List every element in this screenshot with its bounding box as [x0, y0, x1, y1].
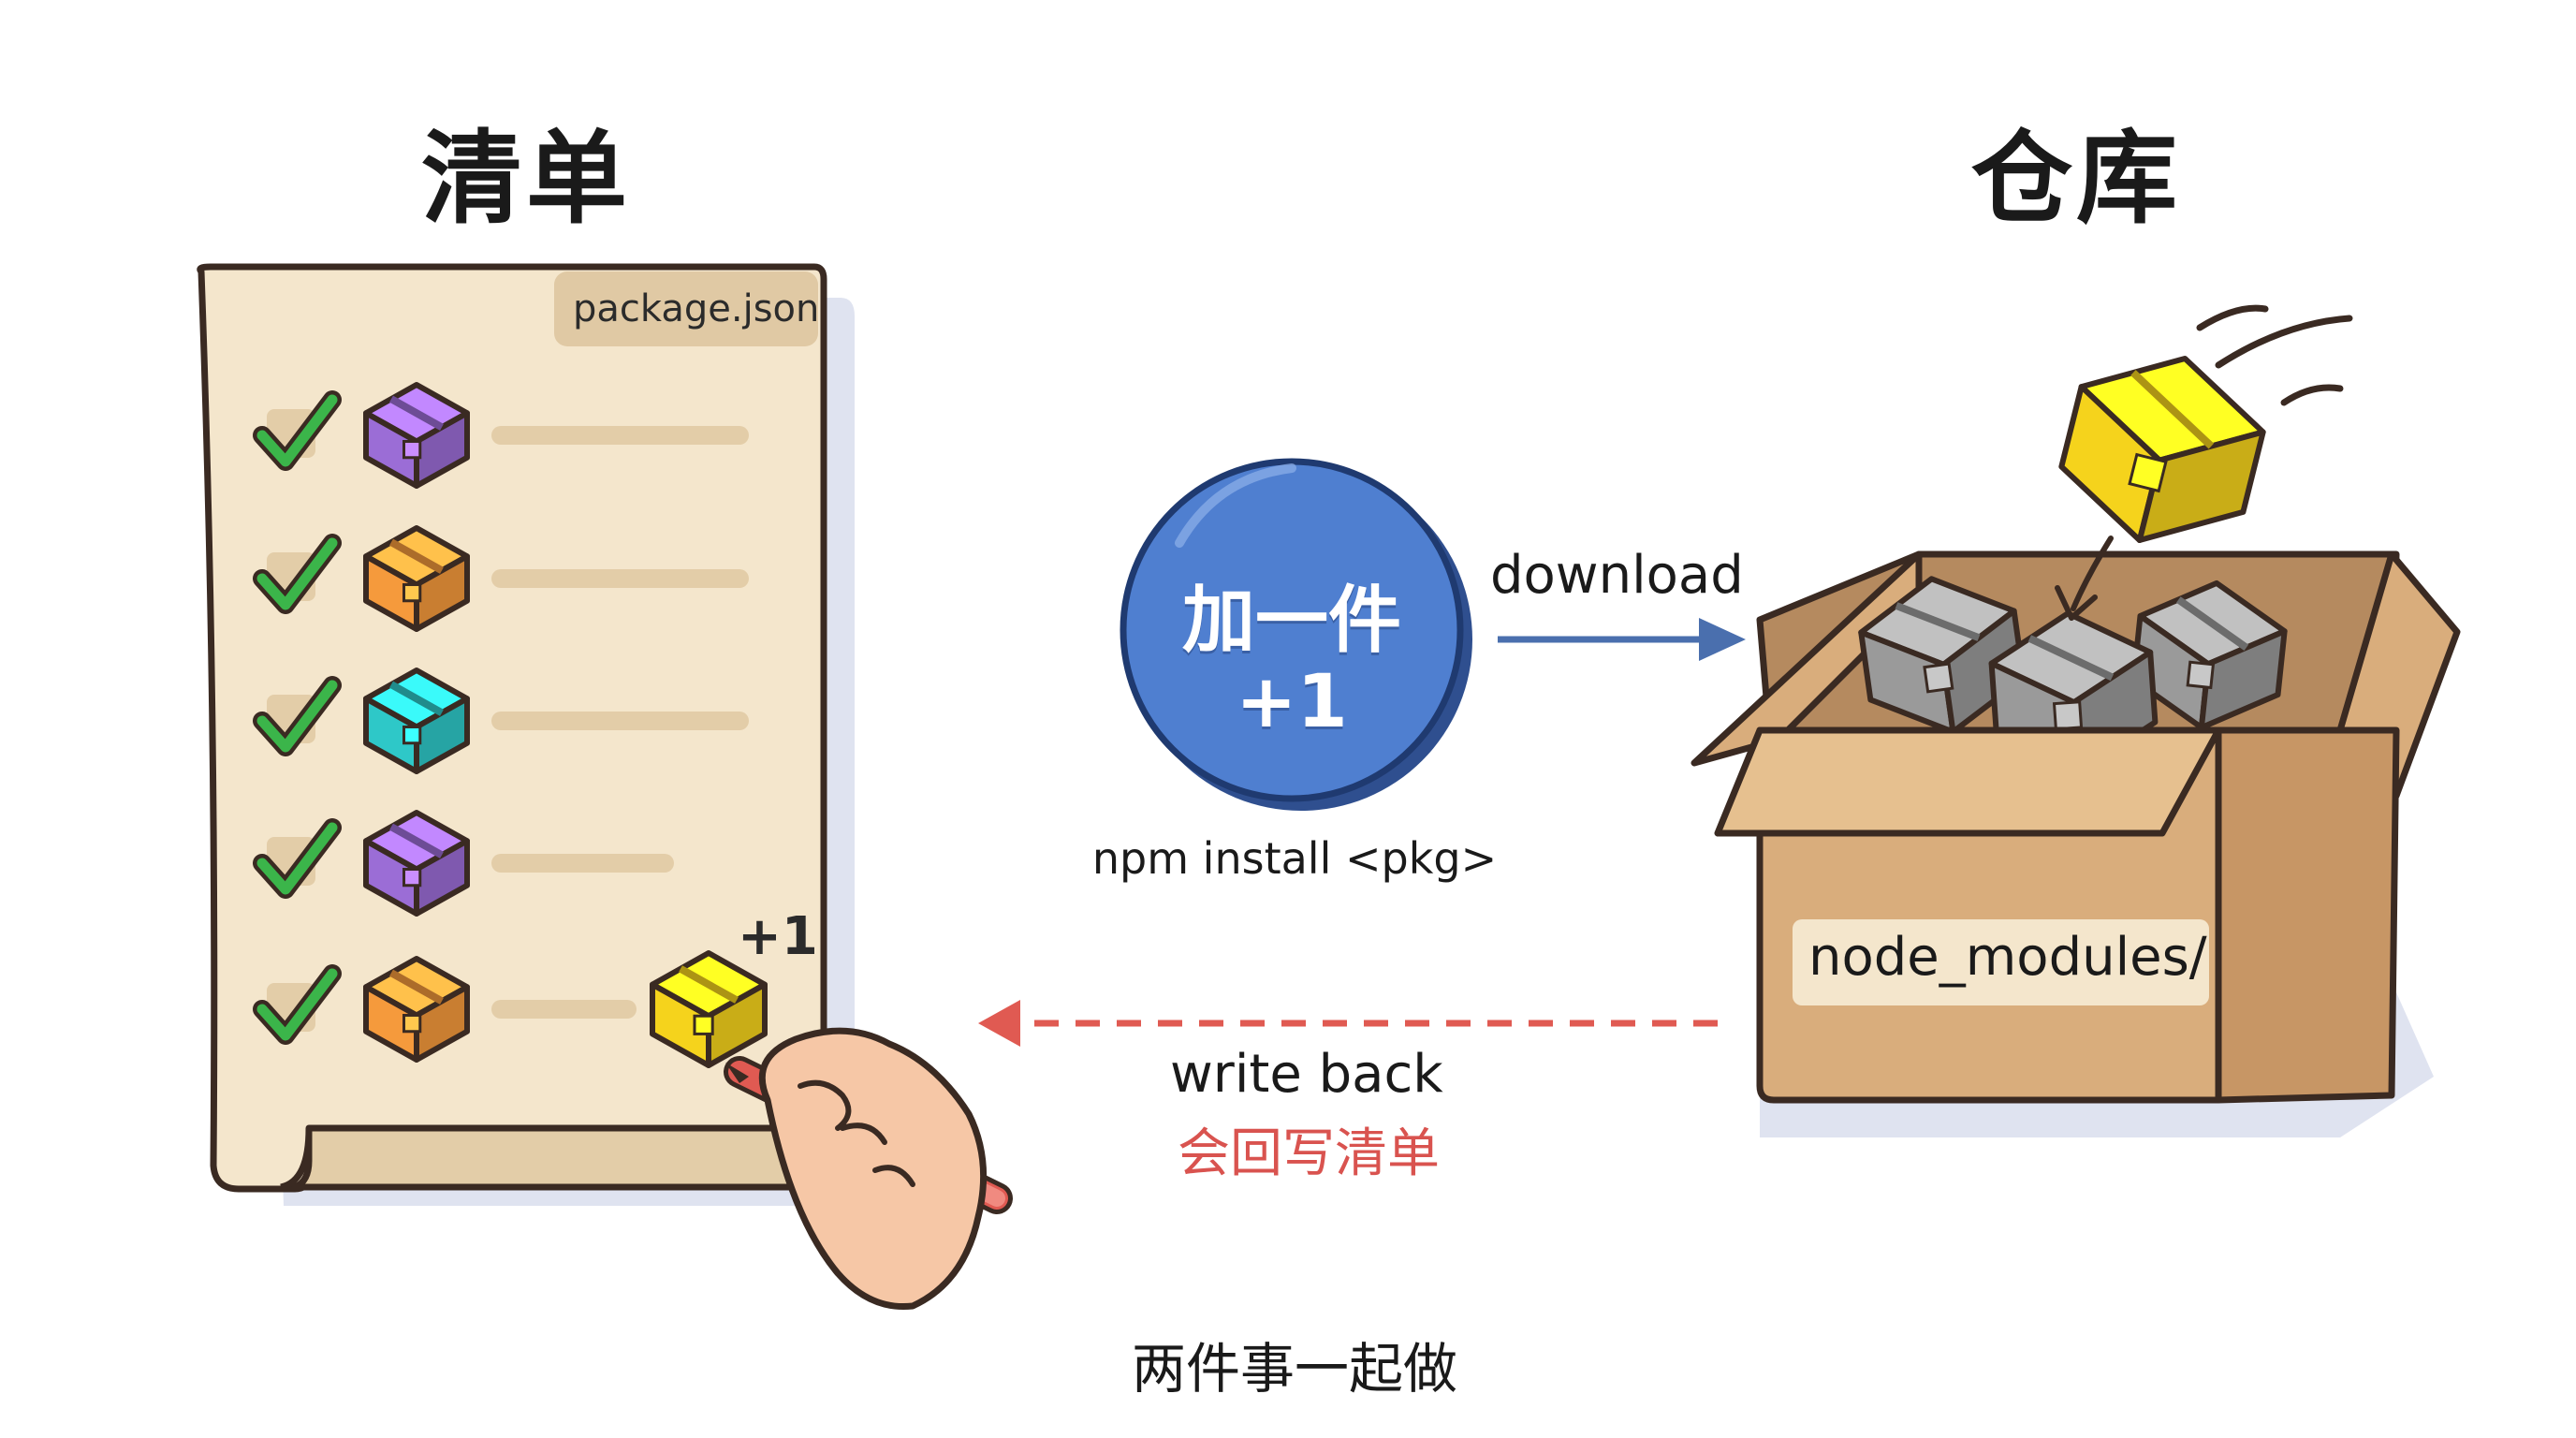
download-arrow	[1498, 618, 1746, 661]
install-line1: 加一件	[1181, 579, 1402, 663]
gray-package-icon	[1858, 576, 2027, 735]
writeback-label: write back	[1170, 1044, 1443, 1105]
purple-package-icon	[363, 810, 470, 917]
manifest-title: 清单	[420, 121, 632, 238]
repository-title: 仓库	[1970, 121, 2182, 238]
motion-lines	[2055, 304, 2353, 621]
manifest-rows	[253, 382, 749, 1063]
manifest-row	[253, 668, 749, 774]
writeback-arrow	[978, 1000, 1718, 1047]
new-package-icon	[650, 950, 768, 1068]
hand-pen-icon	[724, 1027, 1013, 1311]
purple-package-icon	[363, 382, 470, 489]
repository-box-front	[1714, 726, 2400, 1104]
folder-label-plate	[1793, 919, 2209, 1005]
yellow-package-icon	[650, 950, 768, 1068]
new-item-badge: +1	[738, 906, 818, 967]
install-line2: +1	[1236, 660, 1348, 744]
stored-packages	[1858, 576, 2288, 775]
teal-package-icon	[363, 668, 470, 774]
incoming-package-icon	[2058, 355, 2266, 544]
file-name: package.json	[573, 287, 820, 330]
manifest-row	[253, 810, 674, 917]
yellow-package-icon	[2058, 355, 2266, 544]
manifest-row	[253, 956, 637, 1063]
install-circle[interactable]	[1120, 458, 1472, 811]
file-tab	[554, 271, 818, 346]
caption: 两件事一起做	[1131, 1337, 1458, 1401]
manifest-row	[253, 382, 749, 489]
writeback-cn-label: 会回写清单	[1178, 1123, 1440, 1184]
download-label: download	[1490, 545, 1744, 606]
folder-label: node_modules/	[1808, 927, 2207, 988]
install-command: npm install <pkg>	[1091, 833, 1498, 884]
orange-package-icon	[363, 525, 470, 632]
manifest-row	[253, 525, 749, 632]
orange-package-icon	[363, 956, 470, 1063]
